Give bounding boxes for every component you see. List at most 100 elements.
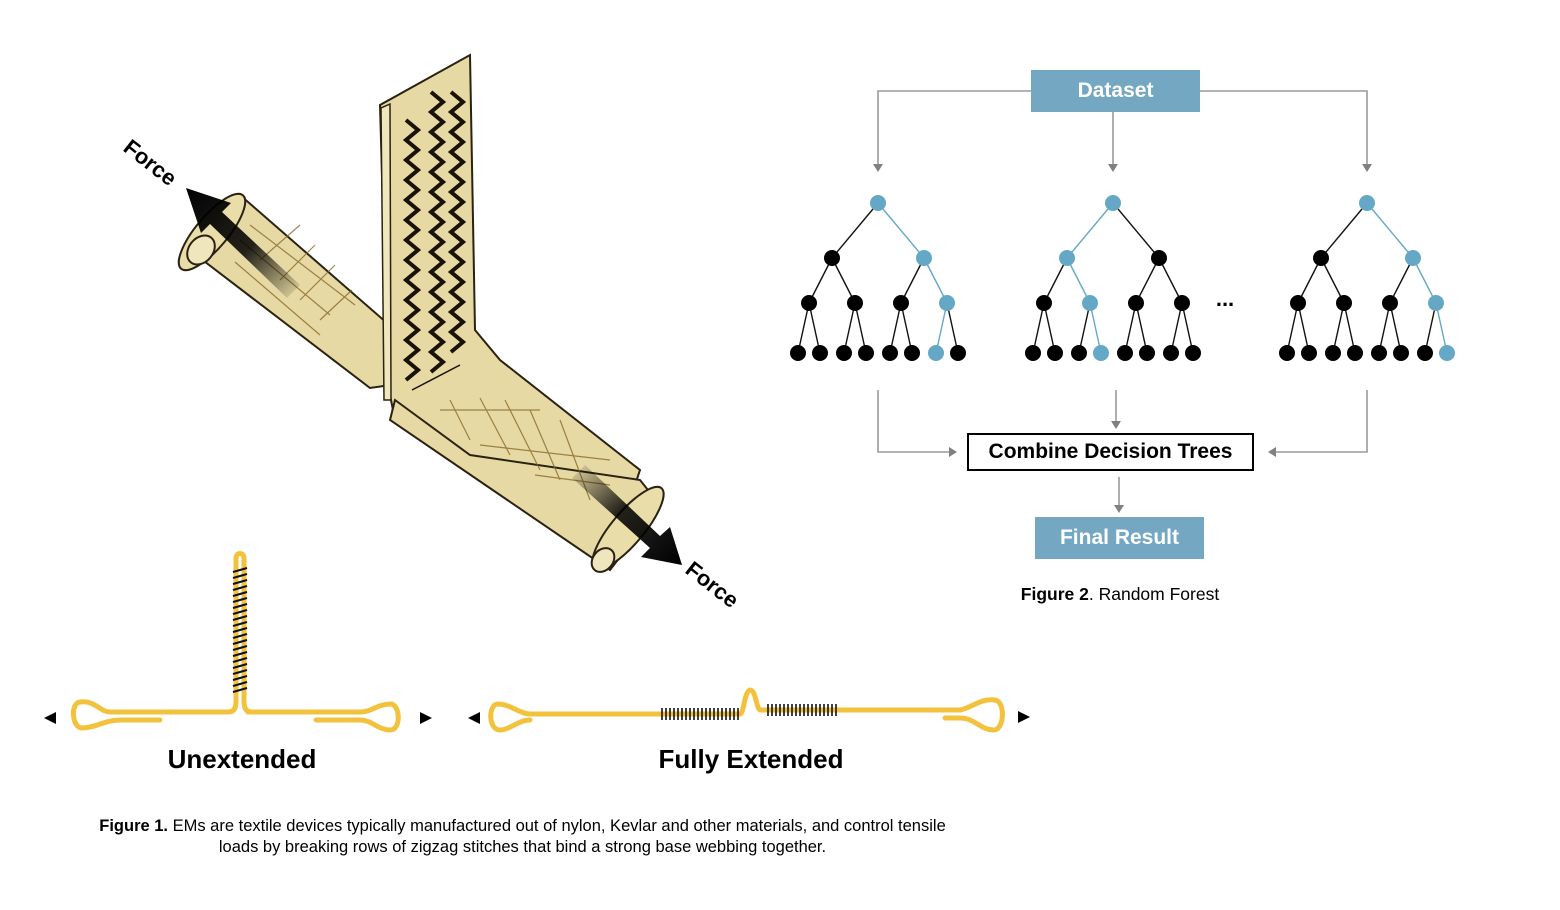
tree-node [790, 345, 806, 361]
stitch [232, 621, 248, 627]
tree-node-highlighted [916, 250, 932, 266]
tree-node [950, 345, 966, 361]
tree-1 [790, 195, 966, 361]
tree-edge [1389, 302, 1402, 354]
tree-edge [1424, 302, 1437, 354]
tree-node-highlighted [928, 345, 944, 361]
tree-node [1025, 345, 1041, 361]
tree-node [1174, 295, 1190, 311]
stitch [232, 603, 248, 609]
tree-node [801, 295, 817, 311]
tree-edge [1078, 302, 1091, 354]
tree-edge [1043, 302, 1056, 354]
fully-extended-diagram [468, 687, 1030, 733]
tree-edge [1135, 302, 1148, 354]
tree-edge [923, 257, 948, 304]
tree-edge [797, 302, 810, 354]
stitch [232, 567, 248, 573]
tree-node [1336, 295, 1352, 311]
zigzag-stitch-row [427, 90, 447, 374]
tree-node [1325, 345, 1341, 361]
tree-node [836, 345, 852, 361]
tree-node-highlighted [1082, 295, 1098, 311]
dataset-box: Dataset [1031, 70, 1200, 112]
tree-edge [1366, 202, 1414, 259]
tree-edge [900, 302, 913, 354]
stitch [232, 681, 248, 687]
dataset-connectors [877, 90, 1368, 506]
tree-node [812, 345, 828, 361]
webbing-stitched-panel [378, 53, 642, 562]
stitch [232, 663, 248, 669]
tree-edge [889, 302, 902, 354]
final-result-box: Final Result [1035, 517, 1204, 559]
tree-edge [1286, 302, 1299, 354]
tree-node [1185, 345, 1201, 361]
stitch [232, 645, 248, 651]
stitch [232, 615, 248, 621]
tree-edge [808, 302, 821, 354]
tree-node [1417, 345, 1433, 361]
tree-edge [843, 302, 856, 354]
combine-decision-trees-box: Combine Decision Trees [967, 433, 1254, 471]
tree-node [858, 345, 874, 361]
tree-node [1371, 345, 1387, 361]
tree-node [1290, 295, 1306, 311]
tree-edge [1124, 302, 1137, 354]
tree-edge [1066, 257, 1091, 304]
tree-node [1279, 345, 1295, 361]
tree-edge [1181, 302, 1194, 354]
tree-node [1151, 250, 1167, 266]
tree-edge [1089, 302, 1102, 354]
stitch [232, 651, 248, 657]
stitch [232, 627, 248, 633]
tree-edge [1066, 202, 1114, 259]
figure1-caption: Figure 1. EMs are textile devices typica… [95, 816, 950, 858]
tree-edge [1112, 202, 1160, 259]
tree-edge [935, 302, 948, 354]
tree-edge [1320, 257, 1345, 304]
zigzag-stitch-row [447, 90, 467, 354]
stitch [232, 573, 248, 579]
tree-edge [1170, 302, 1183, 354]
tree-node [1128, 295, 1144, 311]
tree-edge [1435, 302, 1448, 354]
tree-2 [1025, 195, 1201, 361]
tree-node [882, 345, 898, 361]
tree-node [1163, 345, 1179, 361]
figure2-caption-label: Figure 2 [1020, 584, 1089, 604]
tree-node [1036, 295, 1052, 311]
tree-node [1071, 345, 1087, 361]
tree-edge [854, 302, 867, 354]
force-arrow-down-right [572, 465, 682, 565]
tree-edge [946, 302, 959, 354]
tree-node [1313, 250, 1329, 266]
stitch [232, 591, 248, 597]
trees-ellipsis: ... [1216, 286, 1234, 311]
tree-edge [808, 257, 833, 304]
stitch [232, 579, 248, 585]
tree-edge [831, 257, 856, 304]
stitch [232, 675, 248, 681]
tree-node [904, 345, 920, 361]
stitch [232, 585, 248, 591]
tree-node-highlighted [1428, 295, 1444, 311]
label-unextended: Unextended [167, 744, 317, 774]
tree-edge [877, 202, 925, 259]
tree-node-highlighted [870, 195, 886, 211]
tree-edge [1389, 257, 1414, 304]
tree-edge [900, 257, 925, 304]
extension-states-schematic [44, 551, 1030, 733]
stitch [232, 687, 248, 693]
figure2-caption: Figure 2. Random Forest [960, 584, 1280, 605]
force-label-top: Force [119, 134, 182, 191]
tree-edge [1135, 257, 1160, 304]
tree-edge [831, 202, 879, 259]
connector-arrowheads [873, 164, 1372, 513]
tree-edge [1343, 302, 1356, 354]
figure1-caption-label: Figure 1. [99, 817, 169, 835]
tree-node [824, 250, 840, 266]
tree-edge [1297, 302, 1310, 354]
stitch [232, 639, 248, 645]
tree-node-highlighted [1359, 195, 1375, 211]
